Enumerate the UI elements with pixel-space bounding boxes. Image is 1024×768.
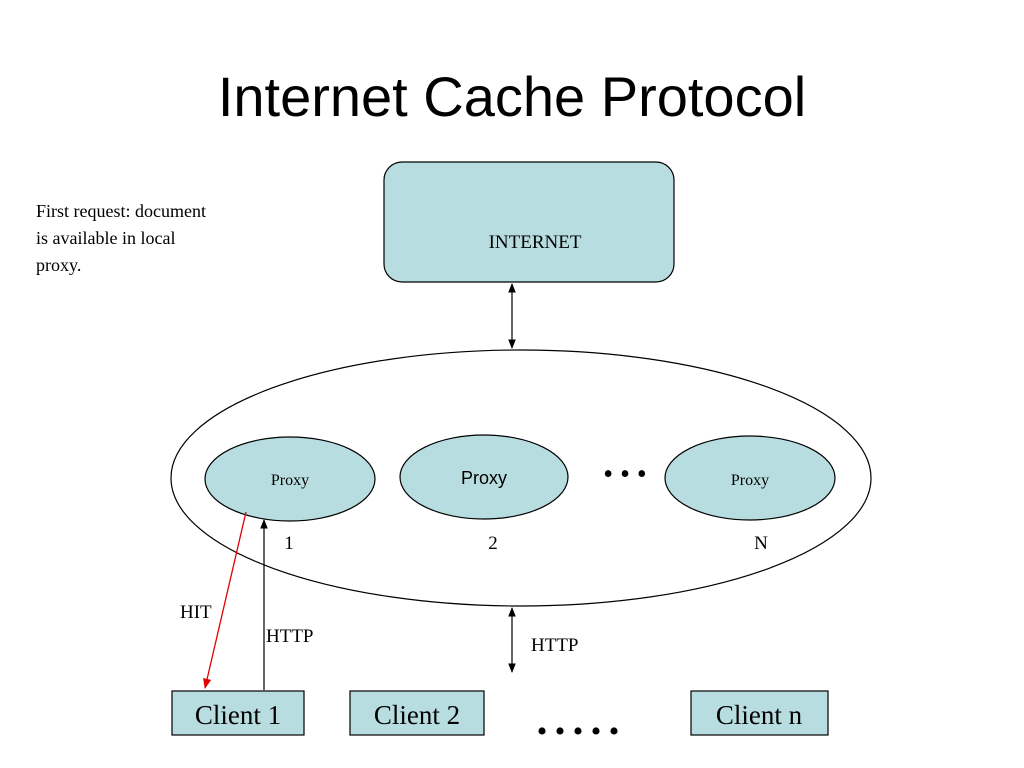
client-node-1: Client 1 (171, 690, 305, 736)
internet-node: INTERNET (383, 161, 675, 283)
http-group-label: HTTP (531, 635, 579, 656)
proxy-label: Proxy (731, 472, 769, 489)
proxy-node-2: Proxy (399, 434, 569, 520)
proxy-shape (204, 436, 376, 522)
internet-box (383, 161, 675, 283)
proxy-number-1: 1 (284, 533, 294, 554)
proxy-label: Proxy (271, 472, 309, 489)
note-text: First request: document is available in … (36, 201, 206, 275)
hit-label: HIT (180, 602, 212, 623)
proxy-shape (399, 434, 569, 520)
proxy-ellipsis: • • • (603, 459, 646, 490)
proxy-number-2: 2 (488, 533, 498, 554)
slide-title: Internet Cache Protocol (217, 65, 807, 128)
proxy-group-ellipse (170, 349, 872, 607)
client-label: Client 2 (374, 700, 460, 730)
proxy-node-1: Proxy (204, 436, 376, 522)
internet-label: INTERNET (489, 232, 582, 253)
client-node-n: Client n (690, 690, 829, 736)
proxy-number-n: N (754, 533, 768, 554)
client-label: Client 1 (195, 700, 281, 730)
client-node-2: Client 2 (349, 690, 485, 736)
proxy-shape (664, 435, 836, 521)
proxy-node-n: Proxy (664, 435, 836, 521)
client-label: Client n (716, 700, 803, 730)
client-ellipsis: • • • • • (537, 715, 620, 748)
client-box (690, 690, 829, 736)
proxy-label: Proxy (461, 468, 507, 488)
http-client1-label: HTTP (266, 626, 314, 647)
client-box (349, 690, 485, 736)
hit-arrow (203, 511, 247, 690)
client-box (171, 690, 305, 736)
